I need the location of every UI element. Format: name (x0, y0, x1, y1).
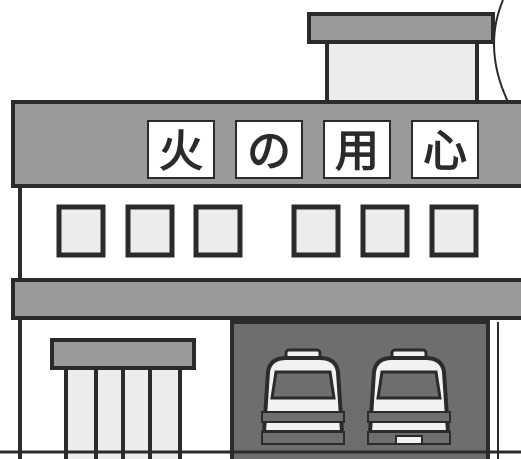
window (360, 204, 410, 258)
window (291, 204, 341, 258)
entrance-door (50, 338, 196, 459)
sign-panel-2 (235, 120, 303, 179)
fire-engine-icon (367, 348, 451, 445)
middle-band (11, 278, 521, 320)
sign-char-2: の (247, 126, 291, 177)
fire-engine-icon (261, 348, 345, 445)
window (56, 204, 106, 258)
window (429, 204, 479, 258)
roof-tower (307, 12, 495, 112)
window (193, 204, 243, 258)
sign-panel-1 (147, 120, 215, 179)
sign-char-4: 心 (423, 126, 467, 177)
sign-panel-4 (411, 120, 479, 179)
partial-arc-shape (493, 0, 511, 107)
sign-panels: 火 の 用 心 (147, 120, 479, 179)
sign-char-3: 用 (335, 126, 379, 177)
second-floor (18, 184, 521, 282)
sign-char-1: 火 (159, 126, 203, 177)
sign-panel-3 (323, 120, 391, 179)
window (125, 204, 175, 258)
